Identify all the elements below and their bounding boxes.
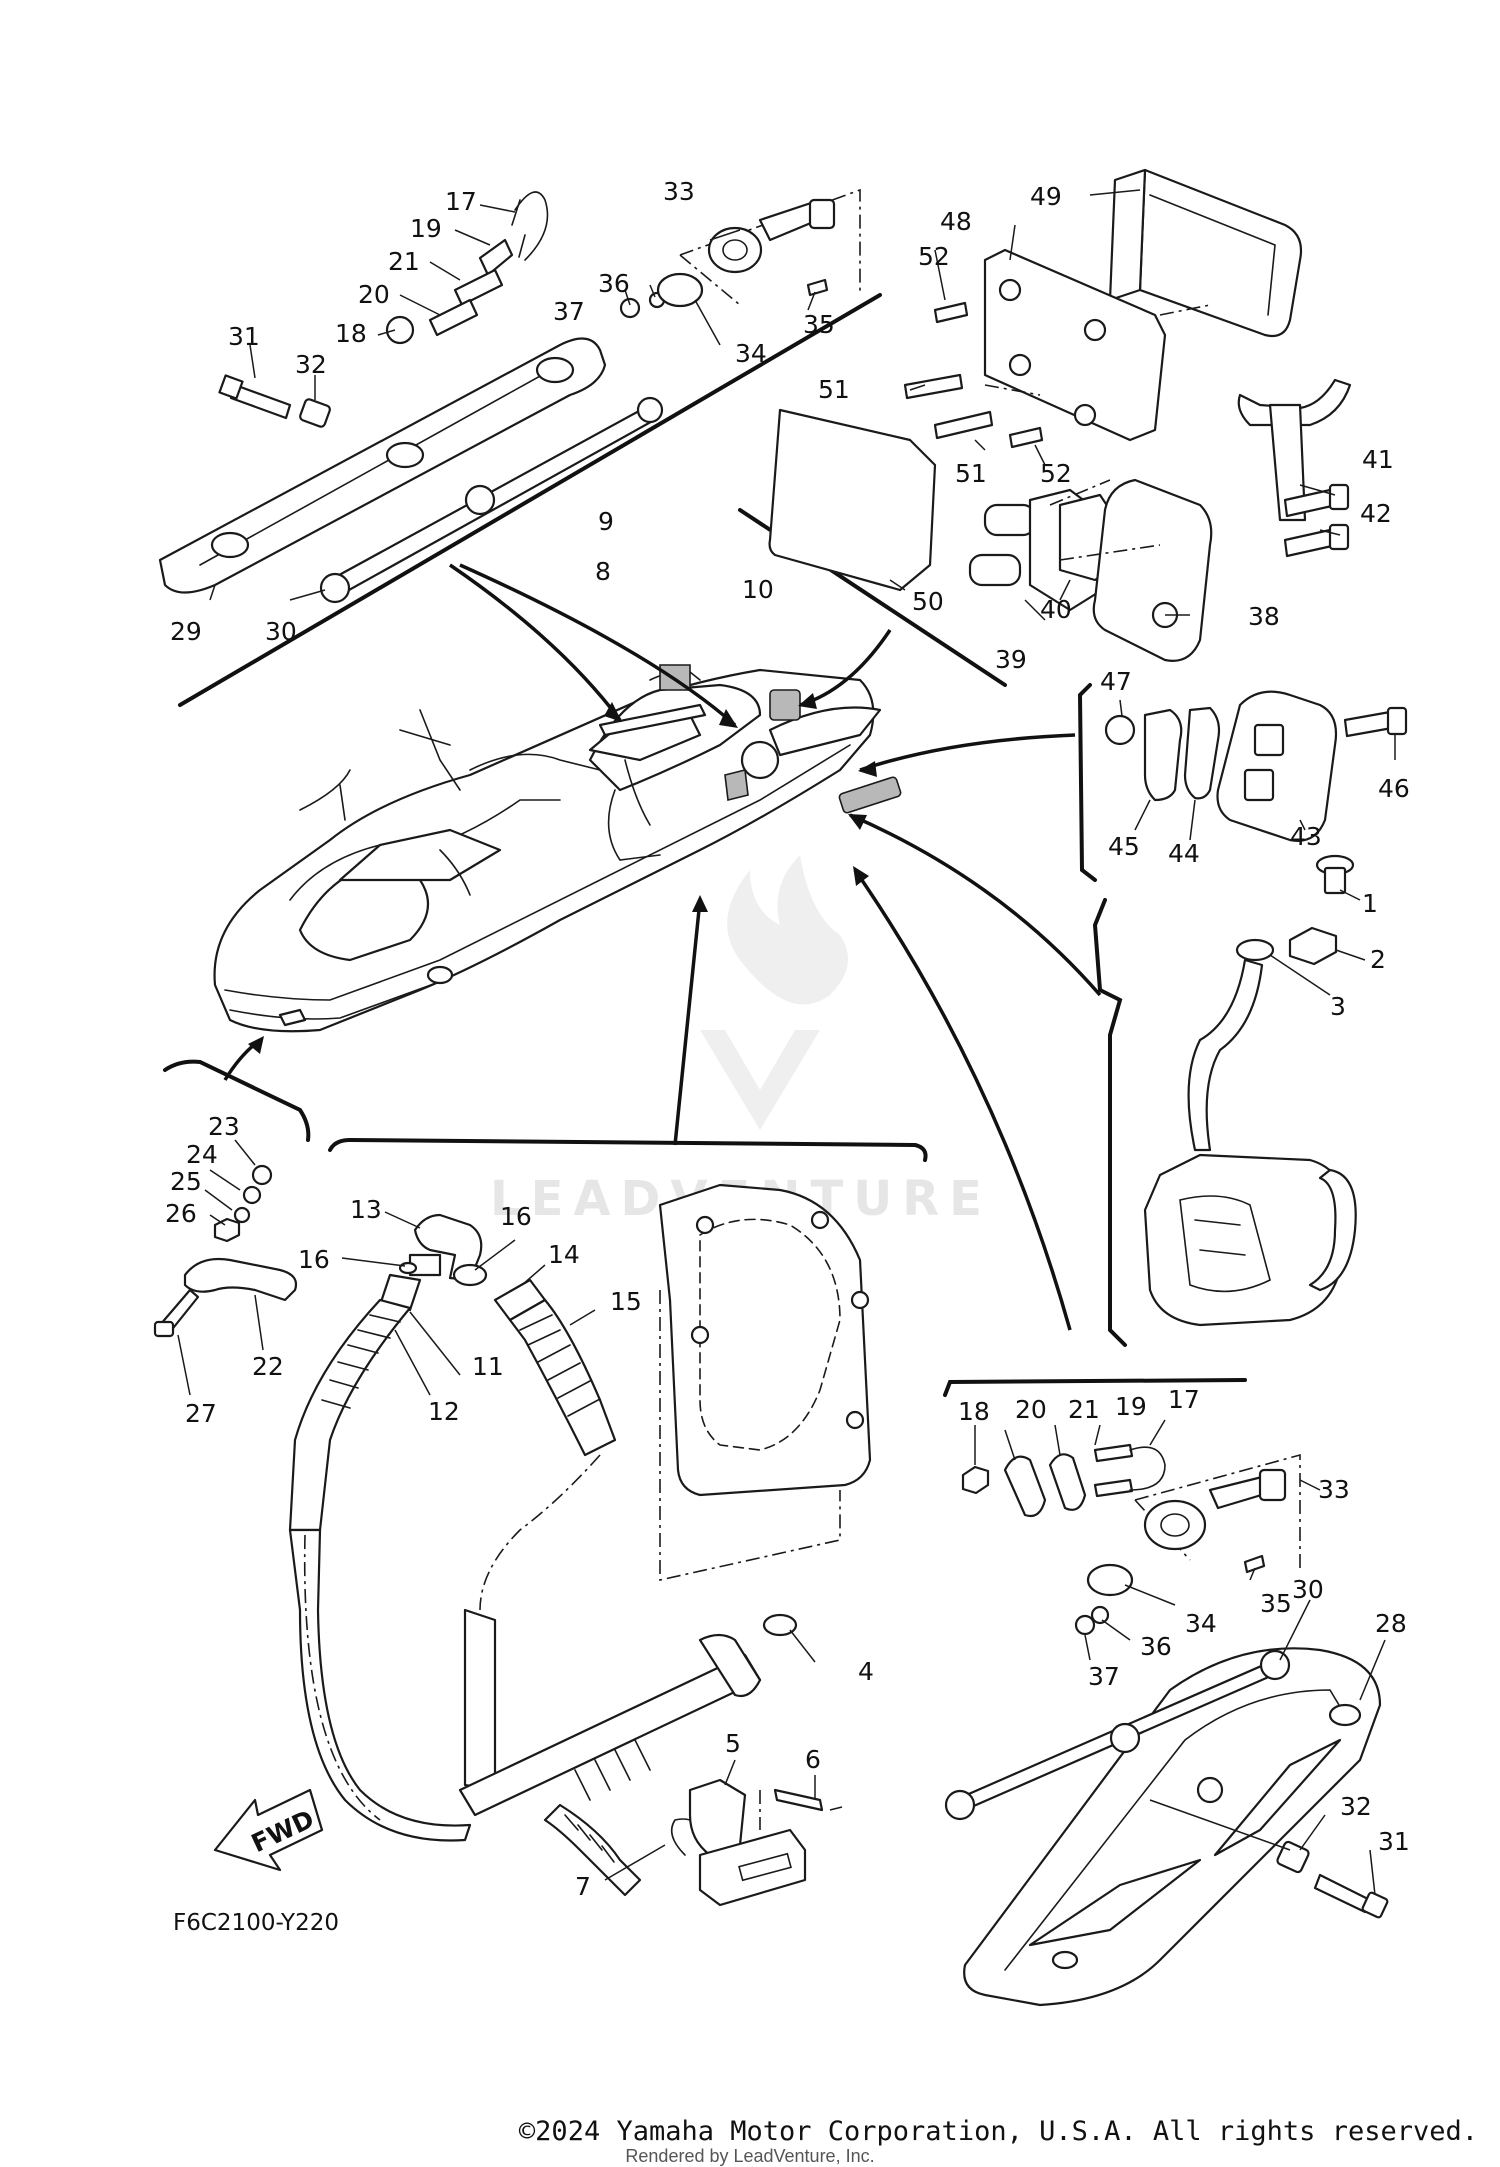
label-16a: 16 <box>298 1245 330 1274</box>
label-18b: 18 <box>958 1397 990 1426</box>
label-4: 4 <box>858 1657 874 1686</box>
label-31: 31 <box>228 322 260 351</box>
label-20b: 20 <box>1015 1395 1047 1424</box>
diagram-code: F6C2100-Y220 <box>173 1910 339 1936</box>
label-21b: 21 <box>1068 1395 1100 1424</box>
label-3: 3 <box>1330 992 1346 1021</box>
label-42: 42 <box>1360 499 1392 528</box>
watermark-logo <box>700 855 848 1130</box>
label-33b: 33 <box>1318 1475 1350 1504</box>
label-34b: 34 <box>1185 1609 1217 1638</box>
label-52b: 52 <box>1040 459 1072 488</box>
fwd-arrow: FWD <box>213 1788 324 1872</box>
right-mid-group <box>1077 683 1408 882</box>
label-14: 14 <box>548 1240 580 1269</box>
right-pump-group <box>1092 854 1366 1347</box>
label-49: 49 <box>1030 182 1062 211</box>
label-31b: 31 <box>1378 1827 1410 1856</box>
label-18: 18 <box>335 319 367 348</box>
label-35: 35 <box>803 310 835 339</box>
left-bracket-group <box>153 1059 311 1396</box>
label-47: 47 <box>1100 667 1132 696</box>
label-30b: 30 <box>1292 1575 1324 1604</box>
label-1: 1 <box>1362 889 1378 918</box>
label-37b: 37 <box>1088 1662 1120 1691</box>
callout-arrows <box>223 563 1102 1331</box>
label-23: 23 <box>208 1112 240 1141</box>
label-41: 41 <box>1362 445 1394 474</box>
label-24: 24 <box>186 1140 218 1169</box>
label-19: 19 <box>410 214 442 243</box>
label-43: 43 <box>1290 822 1322 851</box>
label-7: 7 <box>575 1872 591 1901</box>
label-10: 10 <box>742 575 774 604</box>
label-51b: 51 <box>955 459 987 488</box>
label-36b: 36 <box>1140 1632 1172 1661</box>
copyright-notice: ©2024 Yamaha Motor Corporation, U.S.A. A… <box>518 2116 1478 2147</box>
label-36: 36 <box>598 269 630 298</box>
part-labels: 17 19 21 20 18 31 32 29 30 37 36 33 34 3… <box>165 177 1410 1901</box>
label-12: 12 <box>428 1397 460 1426</box>
center-hose-group <box>288 1137 928 1907</box>
label-21: 21 <box>388 247 420 276</box>
label-50: 50 <box>912 587 944 616</box>
label-30: 30 <box>265 617 297 646</box>
label-32b: 32 <box>1340 1792 1372 1821</box>
label-19b: 19 <box>1115 1392 1147 1421</box>
label-45: 45 <box>1108 832 1140 861</box>
label-8: 8 <box>595 557 611 586</box>
label-40: 40 <box>1040 595 1072 624</box>
label-37: 37 <box>553 297 585 326</box>
label-35b: 35 <box>1260 1589 1292 1618</box>
label-46: 46 <box>1378 774 1410 803</box>
label-2: 2 <box>1370 945 1386 974</box>
label-22: 22 <box>252 1352 284 1381</box>
label-33: 33 <box>663 177 695 206</box>
top-right-group <box>738 168 1352 687</box>
label-16b: 16 <box>500 1202 532 1231</box>
label-29: 29 <box>170 617 202 646</box>
label-9: 9 <box>598 507 614 536</box>
bottom-right-group <box>943 1378 1389 2007</box>
label-6: 6 <box>805 1745 821 1774</box>
label-39: 39 <box>995 645 1027 674</box>
label-28: 28 <box>1375 1609 1407 1638</box>
label-13: 13 <box>350 1195 382 1224</box>
label-32: 32 <box>295 350 327 379</box>
label-38: 38 <box>1248 602 1280 631</box>
label-52a: 52 <box>918 242 950 271</box>
label-26: 26 <box>165 1199 197 1228</box>
label-34: 34 <box>735 339 767 368</box>
top-left-group <box>158 188 882 707</box>
label-11: 11 <box>472 1352 504 1381</box>
label-51a: 51 <box>818 375 850 404</box>
label-25: 25 <box>170 1167 202 1196</box>
label-15: 15 <box>610 1287 642 1316</box>
label-5: 5 <box>725 1729 741 1758</box>
label-44: 44 <box>1168 839 1200 868</box>
rendered-by-notice: Rendered by LeadVenture, Inc. <box>625 2146 875 2166</box>
label-48: 48 <box>940 207 972 236</box>
label-27: 27 <box>185 1399 217 1428</box>
label-17b: 17 <box>1168 1385 1200 1414</box>
label-20: 20 <box>358 280 390 309</box>
label-17: 17 <box>445 187 477 216</box>
